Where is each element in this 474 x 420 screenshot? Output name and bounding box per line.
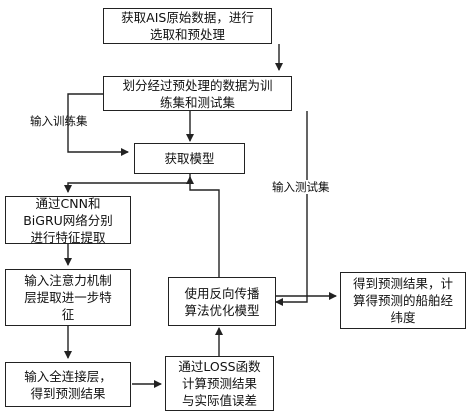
- node-get-model: 获取模型: [134, 143, 245, 174]
- node-backprop-label: 使用反向传播 算法优化模型: [184, 285, 260, 318]
- node-cnn-bigru-label: 通过CNN和 BiGRU网络分别 进行特征提取: [23, 195, 113, 245]
- node-loss-label: 通过LOSS函数 计算预测结果 与实际值误差: [178, 359, 261, 408]
- edge-label-train-set: 输入训练集: [30, 114, 88, 128]
- node-get-model-label: 获取模型: [164, 151, 215, 166]
- arrow-train-set: [67, 93, 129, 156]
- node-acquire-ais-label: 获取AIS原始数据，进行 选取和预处理: [121, 10, 254, 42]
- node-cnn-bigru: 通过CNN和 BiGRU网络分别 进行特征提取: [5, 195, 131, 245]
- node-result: 得到预测结果，计 算得预测的船舶经 纬度: [340, 272, 466, 329]
- arrow-model-to-cnn: [64, 174, 191, 193]
- arrow-test-set: [275, 111, 308, 306]
- node-fc-layer: 输入全连接层， 得到预测结果: [5, 362, 131, 407]
- node-attention: 输入注意力机制 层提取进一步特 征: [5, 269, 131, 326]
- node-backprop: 使用反向传播 算法优化模型: [168, 277, 276, 326]
- node-fc-layer-label: 输入全连接层， 得到预测结果: [24, 368, 112, 401]
- arrow-backprop-to-model: [186, 176, 220, 277]
- edge-label-test-set: 输入测试集: [272, 180, 330, 194]
- node-split-data: 划分经过预处理的数据为训 练集和测试集: [103, 76, 292, 111]
- node-split-data-label: 划分经过预处理的数据为训 练集和测试集: [122, 77, 273, 110]
- node-loss: 通过LOSS函数 计算预测结果 与实际值误差: [165, 356, 274, 411]
- node-acquire-ais: 获取AIS原始数据，进行 选取和预处理: [103, 8, 272, 44]
- node-attention-label: 输入注意力机制 层提取进一步特 征: [24, 273, 112, 322]
- node-result-label: 得到预测结果，计 算得预测的船舶经 纬度: [352, 276, 453, 325]
